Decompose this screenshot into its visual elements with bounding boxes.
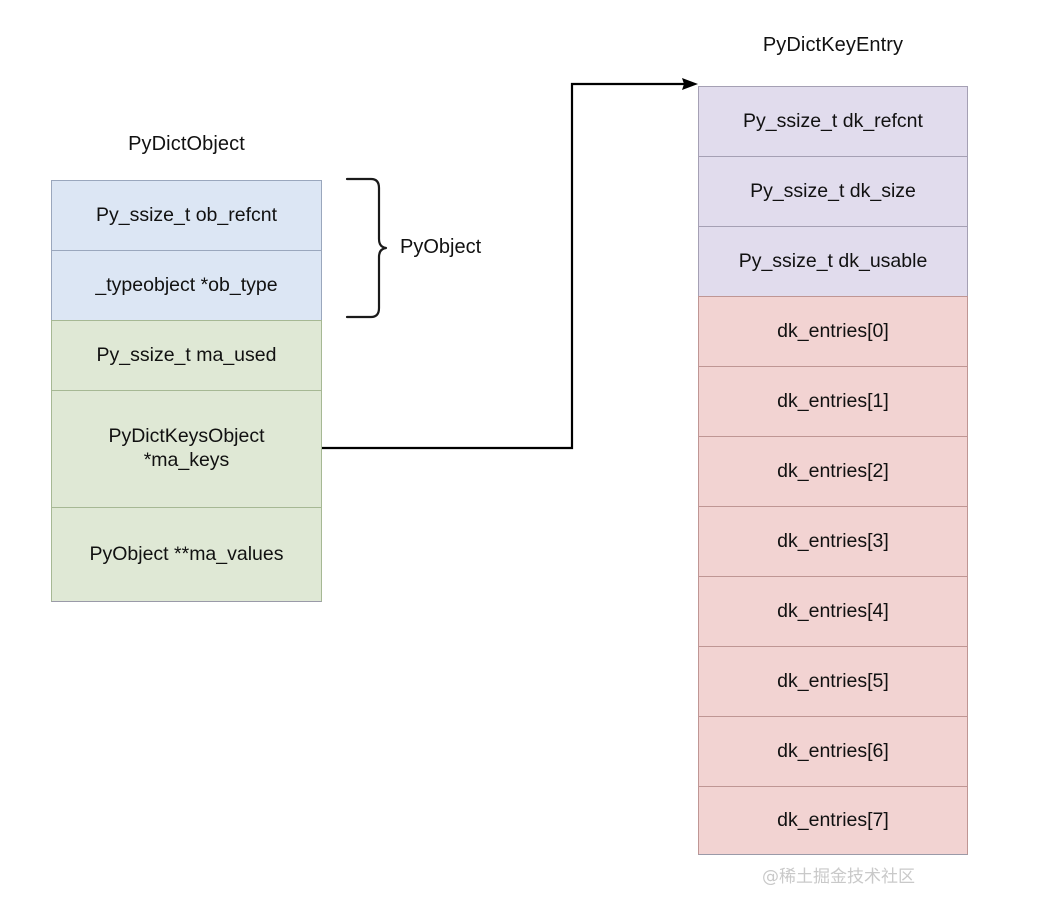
pydictkeyentry-struct: Py_ssize_t dk_refcnt Py_ssize_t dk_size … <box>698 86 968 855</box>
field-dk-entries-0: dk_entries[0] <box>698 296 968 366</box>
pydictobject-title: PyDictObject <box>128 133 245 155</box>
field-ma-keys: PyDictKeysObject *ma_keys <box>51 390 322 507</box>
field-dk-usable: Py_ssize_t dk_usable <box>698 226 968 296</box>
field-dk-entries-5: dk_entries[5] <box>698 646 968 716</box>
field-dk-entries-1: dk_entries[1] <box>698 366 968 436</box>
field-dk-entries-7: dk_entries[7] <box>698 786 968 855</box>
field-dk-entries-4: dk_entries[4] <box>698 576 968 646</box>
watermark: @稀土掘金技术社区 <box>762 867 915 887</box>
field-ob-refcnt: Py_ssize_t ob_refcnt <box>51 180 322 250</box>
field-dk-entries-3: dk_entries[3] <box>698 506 968 576</box>
field-dk-entries-2: dk_entries[2] <box>698 436 968 506</box>
field-dk-refcnt: Py_ssize_t dk_refcnt <box>698 86 968 156</box>
pyobject-label: PyObject <box>400 236 482 258</box>
field-ob-type: _typeobject *ob_type <box>51 250 322 320</box>
field-dk-entries-6: dk_entries[6] <box>698 716 968 786</box>
field-ma-values: PyObject **ma_values <box>51 507 322 602</box>
pydictkeyentry-title: PyDictKeyEntry <box>762 34 904 56</box>
pyobject-brace <box>345 176 389 320</box>
field-ma-used: Py_ssize_t ma_used <box>51 320 322 390</box>
field-dk-size: Py_ssize_t dk_size <box>698 156 968 226</box>
pydictobject-struct: Py_ssize_t ob_refcnt _typeobject *ob_typ… <box>51 180 322 602</box>
